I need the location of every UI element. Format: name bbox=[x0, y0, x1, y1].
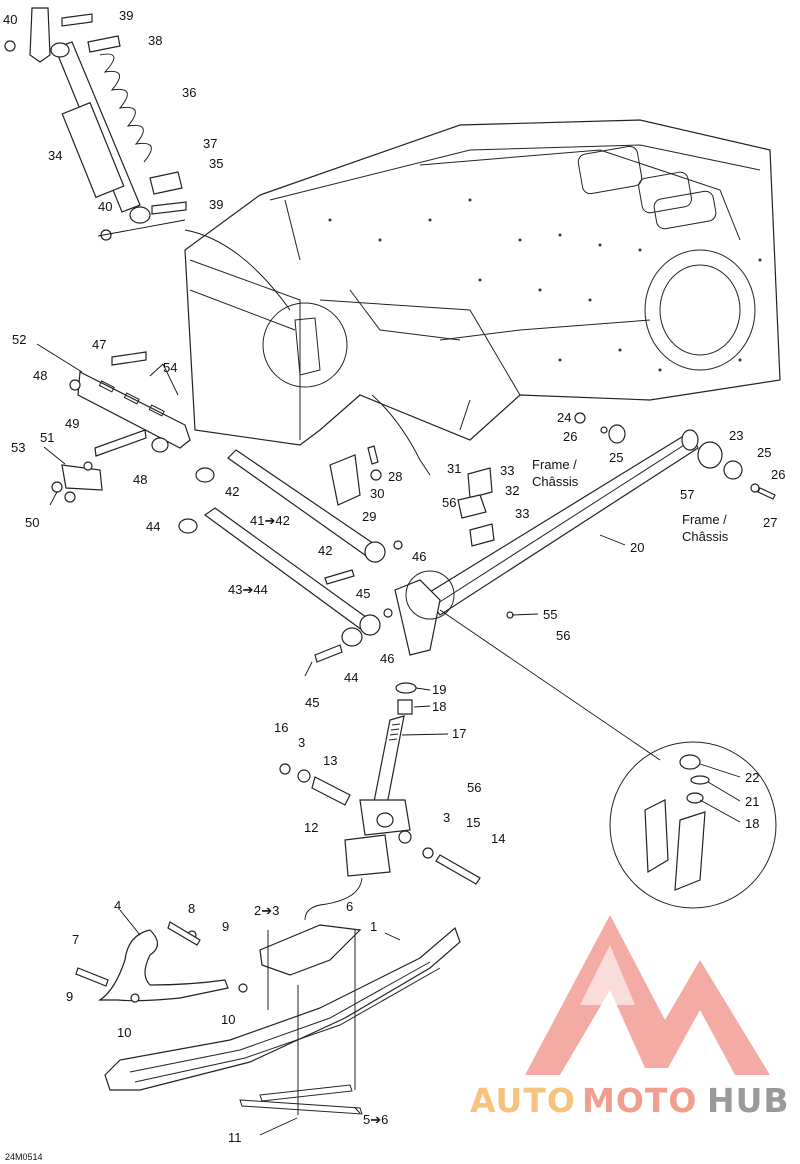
callout-34: 34 bbox=[48, 148, 62, 163]
callout-27: 27 bbox=[763, 515, 777, 530]
callout-33: 33 bbox=[500, 463, 514, 478]
callout-43-44: 43➔44 bbox=[228, 582, 268, 597]
watermark-auto: AUTO bbox=[470, 1081, 576, 1120]
callout-29: 29 bbox=[362, 509, 376, 524]
callout-36: 36 bbox=[182, 85, 196, 100]
callout-23: 23 bbox=[729, 428, 743, 443]
callout-11: 11 bbox=[228, 1130, 242, 1145]
callout-39b: 39 bbox=[209, 197, 223, 212]
callout-45: 45 bbox=[356, 586, 370, 601]
callout-48: 48 bbox=[33, 368, 47, 383]
callout-14: 14 bbox=[491, 831, 505, 846]
callout-18b: 18 bbox=[745, 816, 759, 831]
frame-label-right-1: Frame / bbox=[682, 512, 727, 527]
steering-components bbox=[329, 394, 626, 547]
spindle bbox=[359, 682, 417, 836]
callout-56b: 56 bbox=[556, 628, 570, 643]
callout-55: 55 bbox=[543, 607, 557, 622]
callout-42: 42 bbox=[225, 484, 239, 499]
callout-21: 21 bbox=[745, 794, 759, 809]
callout-56: 56 bbox=[442, 495, 456, 510]
callout-18: 18 bbox=[432, 699, 446, 714]
callout-25: 25 bbox=[609, 450, 623, 465]
watermark-hub: HUB bbox=[707, 1081, 790, 1120]
callout-39: 39 bbox=[119, 8, 133, 23]
watermark-moto: MOTO bbox=[582, 1081, 697, 1120]
callout-50: 50 bbox=[25, 515, 39, 530]
suspension-arm bbox=[394, 429, 776, 761]
callout-labels: 40 39 38 36 34 37 35 40 39 52 47 54 48 4… bbox=[3, 8, 785, 1162]
callout-20: 20 bbox=[630, 540, 644, 555]
callout-38: 38 bbox=[148, 33, 162, 48]
callout-57: 57 bbox=[680, 487, 694, 502]
callout-56c: 56 bbox=[467, 780, 481, 795]
callout-26b: 26 bbox=[771, 467, 785, 482]
ski-assembly bbox=[75, 921, 461, 1115]
trailing-arms bbox=[178, 449, 403, 663]
callout-22: 22 bbox=[745, 770, 759, 785]
callout-42b: 42 bbox=[318, 543, 332, 558]
callout-26: 26 bbox=[563, 429, 577, 444]
callout-6: 6 bbox=[346, 899, 353, 914]
callout-31: 31 bbox=[447, 461, 461, 476]
frame-label-left-2: Châssis bbox=[532, 474, 579, 489]
callout-10b: 10 bbox=[117, 1025, 131, 1040]
callout-4: 4 bbox=[114, 898, 121, 913]
callout-5-6: 5➔6 bbox=[363, 1112, 388, 1127]
callout-19: 19 bbox=[432, 682, 446, 697]
callout-40: 40 bbox=[3, 12, 17, 27]
callout-54: 54 bbox=[163, 360, 177, 375]
callout-41-42: 41➔42 bbox=[250, 513, 290, 528]
callout-48b: 48 bbox=[133, 472, 147, 487]
callout-2-3: 2➔3 bbox=[254, 903, 279, 918]
callout-53: 53 bbox=[11, 440, 25, 455]
callout-46: 46 bbox=[412, 549, 426, 564]
callout-46b: 46 bbox=[380, 651, 394, 666]
callout-16: 16 bbox=[274, 720, 288, 735]
ski-leg-hardware bbox=[279, 763, 481, 921]
frame-label-left-1: Frame / bbox=[532, 457, 577, 472]
upper-bracket bbox=[51, 351, 191, 503]
shock-absorber bbox=[4, 7, 187, 241]
callout-24: 24 bbox=[557, 410, 571, 425]
callout-12: 12 bbox=[304, 820, 318, 835]
callout-25b: 25 bbox=[757, 445, 771, 460]
callout-10: 10 bbox=[221, 1012, 235, 1027]
callout-35: 35 bbox=[209, 156, 223, 171]
callout-9: 9 bbox=[222, 919, 229, 934]
callout-47: 47 bbox=[92, 337, 106, 352]
watermark-text: AUTO MOTO HUB bbox=[470, 1081, 790, 1120]
chassis-frame bbox=[184, 119, 781, 446]
callout-51: 51 bbox=[40, 430, 54, 445]
callout-17: 17 bbox=[452, 726, 466, 741]
watermark-logo bbox=[525, 915, 770, 1075]
callout-15: 15 bbox=[466, 815, 480, 830]
callout-45b: 45 bbox=[305, 695, 319, 710]
callout-44b: 44 bbox=[344, 670, 358, 685]
callout-32: 32 bbox=[505, 483, 519, 498]
diagram-code: 24M0514 bbox=[5, 1152, 43, 1162]
callout-52: 52 bbox=[12, 332, 26, 347]
leader-lines bbox=[36, 343, 741, 1136]
callout-3: 3 bbox=[298, 735, 305, 750]
callout-37: 37 bbox=[203, 136, 217, 151]
callout-3b: 3 bbox=[443, 810, 450, 825]
callout-33b: 33 bbox=[515, 506, 529, 521]
callout-13: 13 bbox=[323, 753, 337, 768]
detail-inset bbox=[609, 741, 777, 909]
callout-40b: 40 bbox=[98, 199, 112, 214]
callout-44: 44 bbox=[146, 519, 160, 534]
callout-49: 49 bbox=[65, 416, 79, 431]
callout-9b: 9 bbox=[66, 989, 73, 1004]
callout-1: 1 bbox=[370, 919, 377, 934]
callout-30: 30 bbox=[370, 486, 384, 501]
callout-28: 28 bbox=[388, 469, 402, 484]
callout-8: 8 bbox=[188, 901, 195, 916]
frame-label-right-2: Châssis bbox=[682, 529, 729, 544]
callout-7: 7 bbox=[72, 932, 79, 947]
